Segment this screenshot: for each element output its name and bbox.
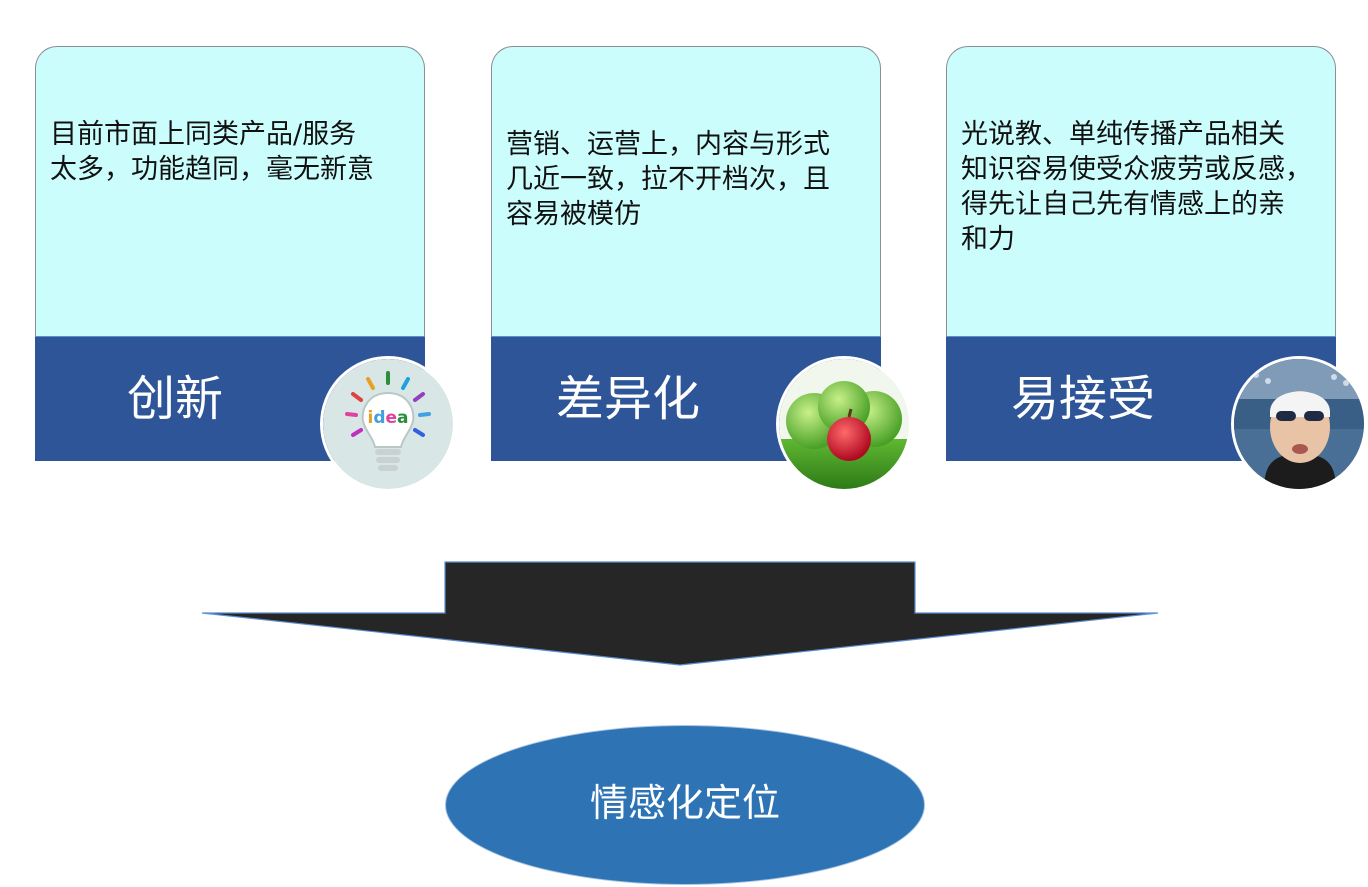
card-title: 易接受	[1011, 371, 1156, 427]
card-acceptance: 光说教、单纯传播产品相关 知识容易使受众疲劳或反感， 得先让自己先有情感上的亲 …	[946, 46, 1367, 492]
card-description: 营销、运营上，内容与形式 几近一致，拉不开档次，且 容易被模仿	[506, 129, 830, 230]
card-description: 光说教、单纯传播产品相关 知识容易使受众疲劳或反感， 得先让自己先有情感上的亲 …	[961, 119, 1312, 255]
card-description-box: 光说教、单纯传播产品相关 知识容易使受众疲劳或反感， 得先让自己先有情感上的亲 …	[946, 46, 1336, 337]
idea-lightbulb-icon: idea	[320, 356, 456, 492]
result-label: 情感化定位	[589, 781, 780, 825]
card-title: 差异化	[556, 371, 701, 427]
card-title: 创新	[127, 371, 224, 427]
swimmer-photo-icon	[1231, 356, 1367, 492]
card-innovation: 目前市面上同类产品/服务 太多，功能趋同，毫无新意 创新 idea	[35, 46, 456, 492]
apples-icon	[776, 356, 912, 492]
card-description-box: 营销、运营上，内容与形式 几近一致，拉不开档次，且 容易被模仿	[491, 46, 881, 337]
card-differentiation: 营销、运营上，内容与形式 几近一致，拉不开档次，且 容易被模仿 差异化	[491, 46, 912, 492]
card-description: 目前市面上同类产品/服务 太多，功能趋同，毫无新意	[50, 119, 374, 185]
svg-text:idea: idea	[367, 408, 408, 428]
card-description-box: 目前市面上同类产品/服务 太多，功能趋同，毫无新意	[35, 46, 425, 337]
emotional-positioning-ellipse: 情感化定位	[445, 725, 925, 885]
